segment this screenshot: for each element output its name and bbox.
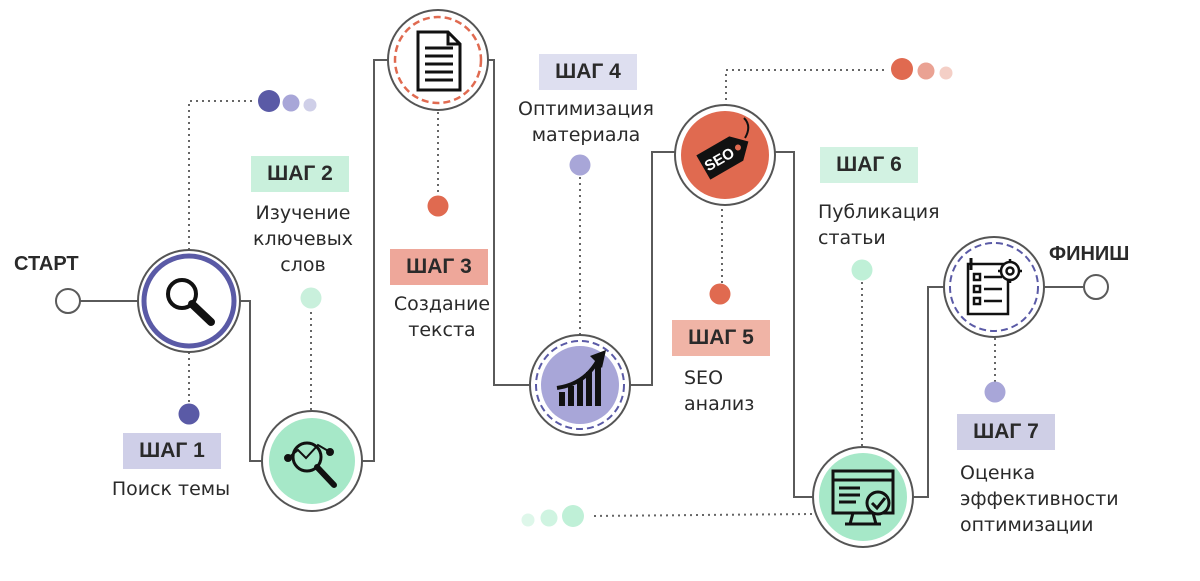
step-7-desc-line: оптимизации — [960, 514, 1094, 536]
step-2-node — [261, 410, 363, 512]
step-1-description: Поиск темы — [86, 476, 256, 502]
finish-label: ФИНИШ — [1049, 243, 1130, 265]
step-6-node — [812, 446, 914, 548]
step-6-desc-line: статьи — [818, 227, 886, 249]
step-1-desc-line: Поиск темы — [111, 478, 231, 500]
step-2-desc-line: Изучение — [255, 202, 351, 224]
step-4-desc-line: Оптимизация — [518, 98, 654, 120]
step-7-desc-line: Оценка — [960, 462, 1036, 484]
step-5-desc-line: SEO — [684, 367, 724, 389]
step-5-badge: ШАГ 5 — [672, 320, 770, 356]
step-3-badge: ШАГ 3 — [390, 249, 488, 285]
step-2-desc-line: слов — [280, 254, 326, 276]
growth-chart-icon — [556, 350, 606, 406]
step-2-description: Изучение ключевых слов — [218, 200, 388, 278]
accent-dots — [178, 58, 1006, 527]
step-5-node: SEO — [674, 104, 776, 206]
step-5-description: SEO анализ — [684, 365, 755, 417]
step-7-badge: ШАГ 7 — [957, 414, 1055, 450]
monitor-check-icon — [831, 469, 895, 526]
step-6-badge: ШАГ 6 — [820, 147, 918, 183]
step-7-desc-line: эффективности — [960, 488, 1119, 510]
start-terminal — [55, 288, 81, 314]
step-3-node — [387, 9, 489, 111]
step-4-node — [529, 334, 631, 436]
step-7-description: Оценка эффективности оптимизации — [960, 460, 1150, 538]
step-4-badge: ШАГ 4 — [539, 54, 637, 90]
keyword-analysis-icon — [284, 441, 337, 488]
magnifier-icon — [166, 278, 215, 326]
finish-terminal — [1083, 274, 1109, 300]
step-5-desc-line: анализ — [684, 393, 755, 415]
step-2-badge: ШАГ 2 — [251, 156, 349, 192]
start-label: СТАРТ — [14, 253, 79, 275]
dotted-leaders — [188, 69, 996, 517]
step-6-description: Публикация статьи — [818, 199, 968, 251]
process-path — [80, 59, 1083, 498]
checklist-gear-icon — [966, 258, 1022, 316]
step-6-desc-line: Публикация — [818, 201, 940, 223]
document-icon — [416, 30, 462, 92]
step-1-badge: ШАГ 1 — [123, 433, 221, 469]
step-3-desc-line: текста — [408, 319, 476, 341]
step-1-node — [137, 249, 241, 353]
step-4-description: Оптимизация материала — [501, 96, 671, 148]
step-3-desc-line: Создание — [393, 293, 491, 315]
step-4-desc-line: материала — [531, 124, 641, 146]
step-3-description: Создание текста — [357, 291, 527, 343]
step-7-node — [943, 236, 1045, 338]
step-2-desc-line: ключевых — [253, 228, 353, 250]
